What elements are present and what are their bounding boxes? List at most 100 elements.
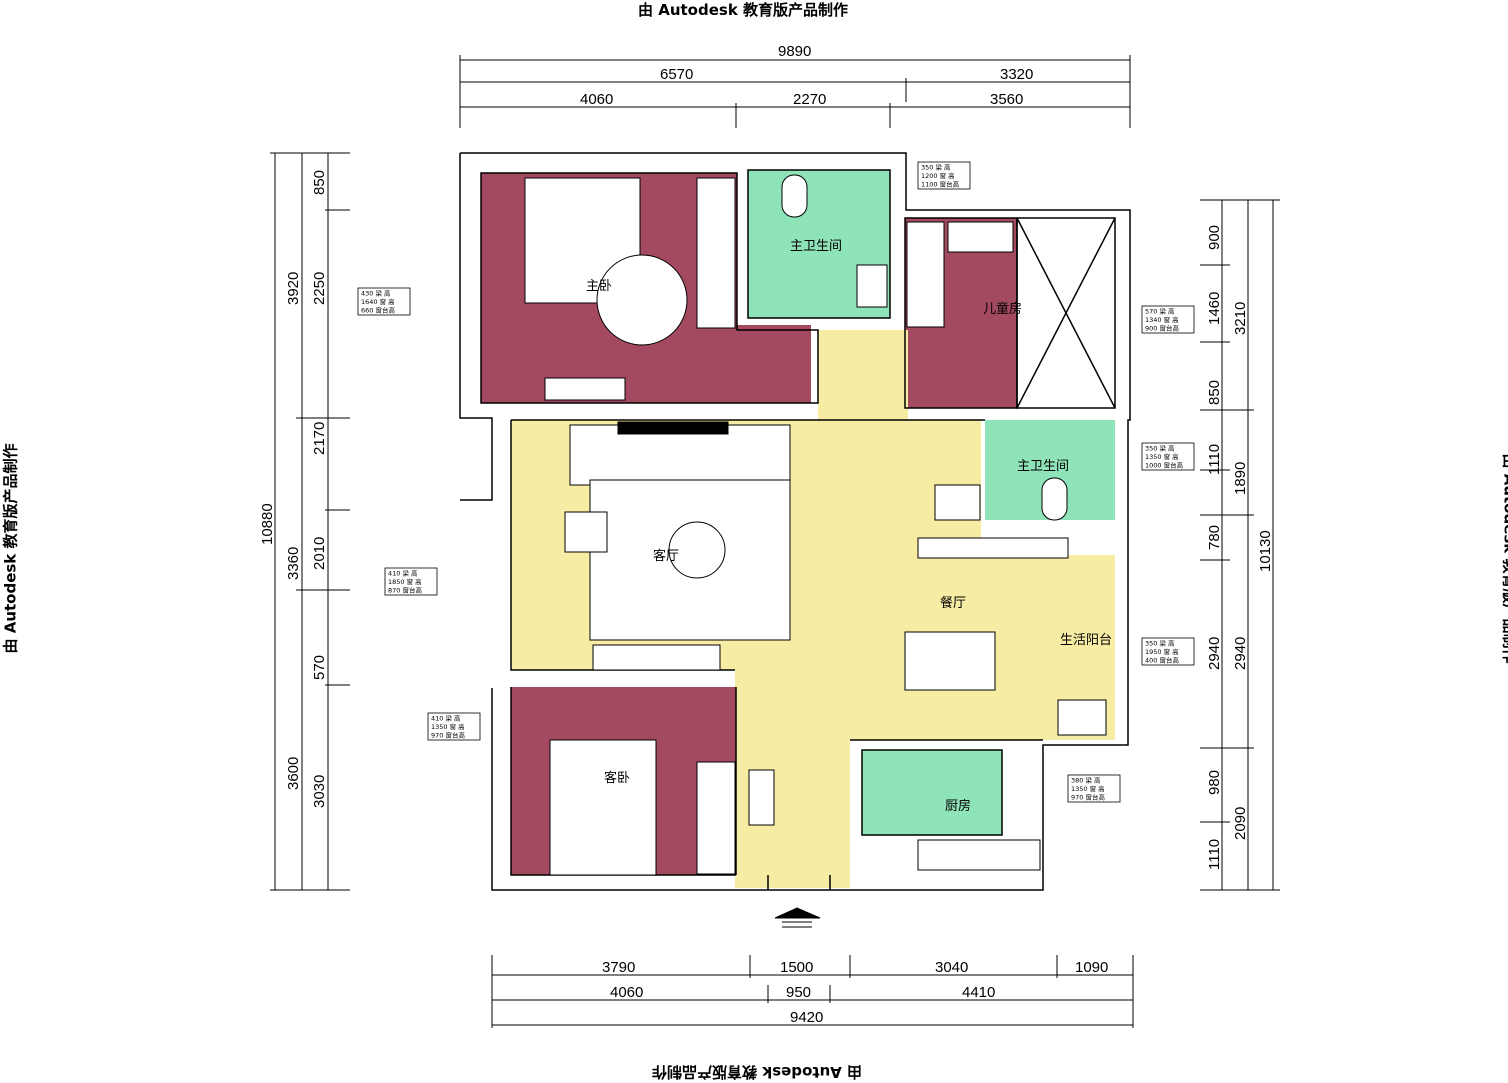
window-table-row: 1350 窗 高 [1071,784,1105,793]
dim-left-3360: 3360 [285,547,302,580]
sofa-back [617,421,729,435]
dim-top-6570: 6570 [660,66,693,83]
wardrobe-kids [906,221,945,328]
window-table-row: 1340 窗 高 [1145,315,1179,324]
window-table-row: 410 梁 高 [431,714,461,723]
hall-floor [818,330,908,430]
bath-right-label: 主卫生间 [1017,459,1069,474]
dim-top-4060: 4060 [580,91,613,108]
window-table-frame [1141,637,1195,666]
toilet-master [781,174,808,218]
dim-left-2250: 2250 [311,272,328,305]
window-table-row: 970 窗台高 [1071,793,1105,802]
window-table-row: 350 梁 高 [921,163,951,172]
kitchen-counter-top [917,537,1069,559]
window-table-row: 1000 窗台高 [1145,461,1184,470]
dim-bottom-4410: 4410 [962,984,995,1001]
dim-right-3210: 3210 [1232,302,1249,335]
window-table-row: 410 梁 高 [388,569,418,578]
dim-right-780: 780 [1206,525,1223,550]
dim-bottom-4060: 4060 [610,984,643,1001]
window-table-row: 970 窗台高 [431,731,465,740]
window-table-row: 1850 窗 高 [388,577,422,586]
dim-bottom-3040: 3040 [935,959,968,976]
guest-bed [549,739,657,876]
washbasin-right [934,484,981,521]
window-table-frame [357,287,411,316]
dim-top-2270: 2270 [793,91,826,108]
balcony-label: 生活阳台 [1060,633,1112,648]
entrance-arrow-icon [774,907,821,928]
window-table-row: 380 梁 高 [1071,776,1101,785]
window-table-row: 1100 窗台高 [921,180,960,189]
shoe-cabinet [748,769,775,826]
tv-unit-living [592,644,721,671]
sofa [569,424,791,486]
window-table-row: 1950 窗 高 [1145,647,1179,656]
watermark-top: 由 Autodesk 教育版产品制作 [638,1,849,19]
dim-left-3030: 3030 [311,775,328,808]
dim-right-980: 980 [1206,770,1223,795]
dim-right-total: 10130 [1257,530,1274,572]
dim-top-3320: 3320 [1000,66,1033,83]
master-bath-top-label: 主卫生间 [790,239,842,254]
dim-bottom-total: 9420 [790,1009,823,1026]
window-table-row: 660 窗台高 [361,306,395,315]
master-bedroom-label: 主卧 [586,279,612,294]
dim-bottom-1500: 1500 [780,959,813,976]
dimension-lines [270,55,1280,1028]
window-table-frame [917,161,971,190]
window-table-row: 870 窗台高 [388,586,422,595]
wardrobe-guest [696,761,736,875]
dim-bottom-950: 950 [786,984,811,1001]
dim-top-total: 9890 [778,43,811,60]
dim-right-1110-bottom: 1110 [1206,839,1223,870]
window-table-row: 430 梁 高 [361,289,391,298]
dim-right-2090: 2090 [1232,807,1249,840]
dim-right-2940: 2940 [1232,637,1249,670]
window-table-frame [384,567,438,596]
window-table-row: 1200 窗 高 [921,171,955,180]
stove-counter [917,839,1041,871]
furniture [524,174,1107,928]
window-table-frame [1141,442,1195,471]
window-table-row: 570 梁 高 [1145,307,1175,316]
dim-left-2010: 2010 [311,537,328,570]
dim-bottom-3790: 3790 [602,959,635,976]
dim-left-3600: 3600 [285,757,302,790]
guest-bedroom-label: 客卧 [604,770,630,786]
coffee-table [668,521,726,579]
kitchen-floor [862,750,1002,835]
kitchen-label: 厨房 [945,798,971,814]
toilet-right [1041,477,1068,521]
dim-left-850: 850 [311,170,328,195]
walls [459,152,1131,891]
dim-top-3560: 3560 [990,91,1023,108]
dim-right-2940-inner: 2940 [1206,637,1223,670]
round-rug [596,254,688,346]
window-table-row: 1350 窗 高 [431,722,465,731]
dining-table [904,631,996,691]
window-table-row: 400 窗台高 [1145,656,1179,665]
dim-left-2170: 2170 [311,422,328,455]
window-table-row: 350 梁 高 [1145,639,1175,648]
dim-bottom-1090: 1090 [1075,959,1108,976]
desk-kids [947,221,1014,253]
window-table-row: 900 窗台高 [1145,324,1179,333]
dim-right-850: 850 [1206,380,1223,405]
window-table-frame [1141,305,1195,334]
dim-left-3920: 3920 [285,272,302,305]
dim-right-1460: 1460 [1206,292,1223,325]
dining-label: 餐厅 [940,595,966,611]
window-table-frame [1067,774,1121,803]
window-table-frame [427,712,481,741]
